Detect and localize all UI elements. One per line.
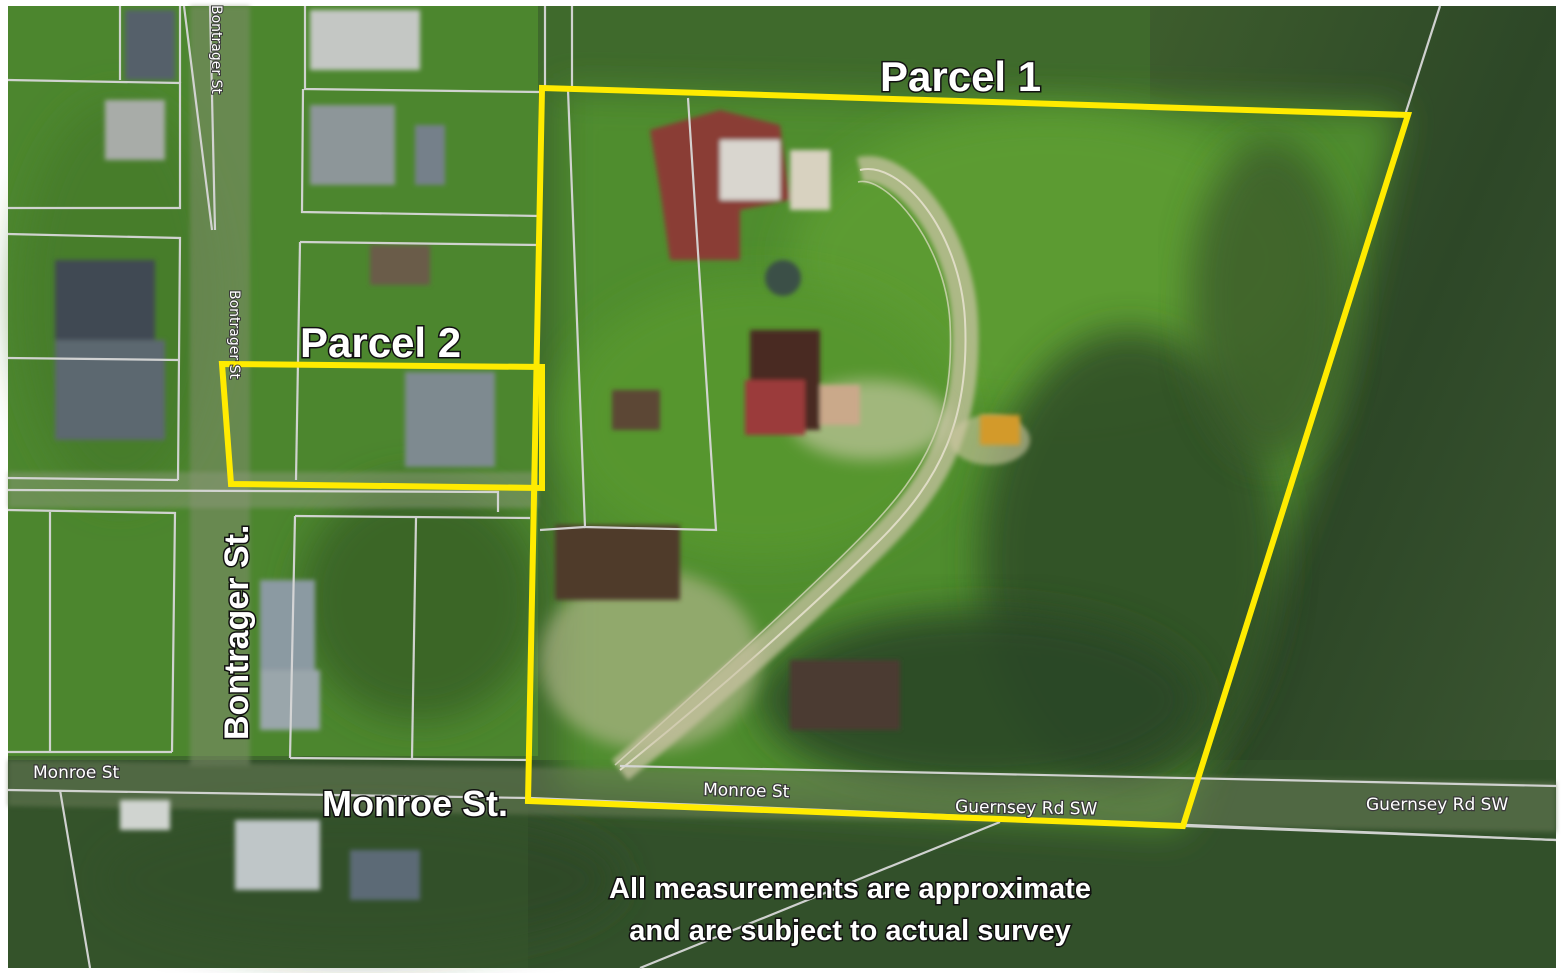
parcel-outlines	[218, 84, 1413, 830]
street-label-guernsey-right: Guernsey Rd SW	[1366, 795, 1508, 815]
street-label-monroe-bold: Monroe St.	[322, 783, 508, 824]
parcel-1-label: Parcel 1	[880, 53, 1041, 100]
street-label-guernsey-mid: Guernsey Rd SW	[955, 797, 1098, 819]
street-label-monroe-mid: Monroe St	[703, 780, 790, 802]
street-label-bontrager-top: Bontrager St	[208, 5, 224, 94]
street-label-monroe-left: Monroe St	[33, 763, 120, 783]
street-label-bontrager-bold: Bontrager St.	[218, 525, 256, 740]
parcel-2-outline[interactable]	[218, 360, 545, 492]
lot-lines	[7, 5, 1557, 970]
parcel-2-label: Parcel 2	[300, 319, 461, 366]
buildings	[55, 10, 1020, 900]
street-labels: Bontrager St Bontrager St Bontrager St. …	[32, 4, 1510, 826]
disclaimer-line-1: All measurements are approximate	[609, 873, 1091, 905]
disclaimer-line-2: and are subject to actual survey	[629, 915, 1071, 947]
street-label-bontrager-mid: Bontrager St	[226, 290, 242, 379]
parcel-1-outline[interactable]	[524, 84, 1413, 830]
